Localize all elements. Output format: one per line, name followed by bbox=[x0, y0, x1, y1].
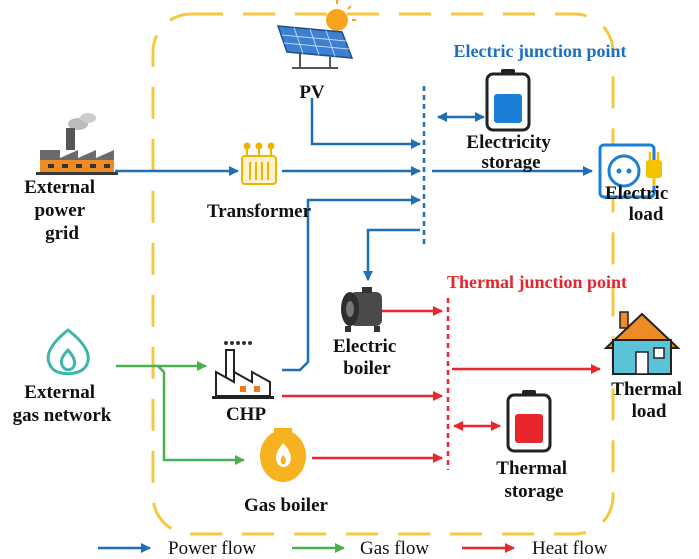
external-gas-network-label: External gas network bbox=[13, 382, 112, 426]
external-power-grid-label: External power grid bbox=[24, 177, 99, 244]
gas-to-gas-boiler-flow bbox=[157, 365, 245, 465]
pv-panel-icon bbox=[276, 0, 356, 69]
gas-flows bbox=[116, 361, 245, 465]
gas-flame-icon bbox=[46, 328, 90, 376]
legend-power-label: Power flow bbox=[168, 538, 256, 559]
chp-plant-icon bbox=[212, 341, 274, 399]
chp-to-bus-flow bbox=[282, 195, 421, 372]
legend: Power flow Gas flow Heat flow bbox=[98, 538, 608, 559]
chp-label: CHP bbox=[226, 404, 267, 425]
electricity-battery-icon bbox=[485, 69, 531, 132]
factory-icon bbox=[36, 113, 118, 175]
transformer-icon bbox=[241, 142, 277, 185]
pv-label: PV bbox=[299, 82, 325, 103]
legend-heat-label: Heat flow bbox=[532, 538, 608, 559]
gas-boiler-label: Gas boiler bbox=[244, 495, 328, 516]
electric-boiler-label: Electric boiler bbox=[333, 336, 401, 379]
electric-boiler-icon bbox=[341, 287, 382, 332]
gas-boiler-icon bbox=[260, 428, 306, 482]
transformer-label: Transformer bbox=[207, 201, 312, 222]
house-icon bbox=[603, 311, 681, 375]
socket-plug-icon bbox=[598, 143, 662, 199]
power-flows bbox=[115, 98, 593, 372]
thermal-battery-icon bbox=[506, 390, 552, 453]
thermal-junction-label: Thermal junction point bbox=[447, 272, 627, 292]
bus-to-electric-boiler-flow bbox=[363, 228, 420, 281]
electric-junction-label: Electric junction point bbox=[454, 41, 627, 61]
legend-gas-label: Gas flow bbox=[360, 538, 429, 559]
system-boundary bbox=[151, 12, 615, 536]
pv-to-bus-flow bbox=[310, 98, 421, 149]
electricity-storage-label: Electricity storage bbox=[466, 132, 555, 173]
electric-load-label: Electric load bbox=[605, 183, 673, 225]
thermal-storage-label: Thermal storage bbox=[496, 458, 571, 502]
thermal-load-label: Thermal load bbox=[611, 379, 686, 422]
heat-flows bbox=[282, 306, 601, 463]
